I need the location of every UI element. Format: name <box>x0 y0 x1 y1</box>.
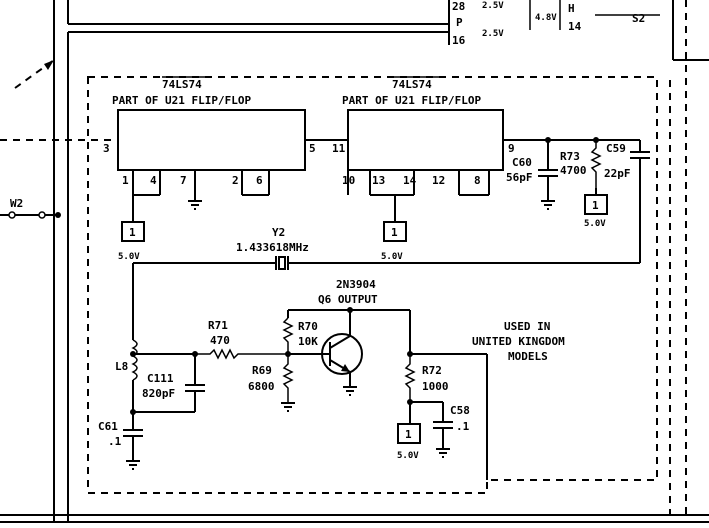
u21-right: 74LS74 PART OF U21 FLIP/FLOP 9 10 13 14 … <box>342 76 515 222</box>
svg-text:C58: C58 <box>450 404 470 417</box>
resistor-r69: R69 6800 <box>248 354 295 412</box>
pin-h: H <box>568 2 575 15</box>
u21a-part: 74LS74 <box>162 78 202 91</box>
svg-text:C111: C111 <box>147 372 174 385</box>
capacitor-c59: C59 22pF <box>604 140 650 263</box>
svg-text:R72: R72 <box>422 364 442 377</box>
resistor-r73: R73 4700 <box>560 140 602 195</box>
volt-2: 2.5V <box>482 29 504 39</box>
svg-text:1: 1 <box>122 174 129 187</box>
svg-text:4: 4 <box>150 174 157 187</box>
inductor-l8: L8 <box>115 339 138 412</box>
svg-text:11: 11 <box>332 142 346 155</box>
svg-text:L8: L8 <box>115 360 128 373</box>
svg-text:5.0V: 5.0V <box>381 252 403 262</box>
svg-text:1: 1 <box>405 428 412 441</box>
transistor-q6: 2N3904 Q6 OUTPUT <box>288 278 378 396</box>
svg-text:R73: R73 <box>560 150 580 163</box>
svg-text:8: 8 <box>474 174 481 187</box>
svg-text:56pF: 56pF <box>506 171 533 184</box>
module-boundary <box>87 76 658 494</box>
svg-text:10K: 10K <box>298 335 318 348</box>
svg-text:1: 1 <box>592 199 599 212</box>
signal-s2: S2 <box>632 12 645 25</box>
svg-text:Q6 OUTPUT: Q6 OUTPUT <box>318 293 378 306</box>
svg-text:5: 5 <box>309 142 316 155</box>
u21b-part: 74LS74 <box>392 78 432 91</box>
svg-text:.1: .1 <box>108 435 122 448</box>
svg-text:5.0V: 5.0V <box>397 451 419 461</box>
supply-2: 1 5.0V <box>381 221 407 262</box>
volt-1: 2.5V <box>482 1 504 11</box>
svg-text:1.433618MHz: 1.433618MHz <box>236 241 309 254</box>
svg-text:Y2: Y2 <box>272 226 285 239</box>
pin-28: 28 <box>452 0 465 13</box>
u21-left: 74LS74 PART OF U21 FLIP/FLOP 3 5 1 4 7 2… <box>103 76 316 222</box>
svg-text:5.0V: 5.0V <box>118 252 140 262</box>
u21b-desc: PART OF U21 FLIP/FLOP <box>342 94 481 107</box>
svg-text:7: 7 <box>180 174 187 187</box>
svg-text:2N3904: 2N3904 <box>336 278 376 291</box>
capacitor-c60: C60 56pF <box>506 140 558 210</box>
svg-text:4700: 4700 <box>560 164 587 177</box>
svg-text:R69: R69 <box>252 364 272 377</box>
svg-text:R70: R70 <box>298 320 318 333</box>
svg-text:9: 9 <box>508 142 515 155</box>
svg-text:R71: R71 <box>208 319 228 332</box>
svg-text:1000: 1000 <box>422 380 449 393</box>
svg-text:.1: .1 <box>456 420 470 433</box>
svg-text:13: 13 <box>372 174 385 187</box>
pin-p: P <box>456 16 463 29</box>
svg-text:USED IN: USED IN <box>504 320 550 333</box>
svg-text:MODELS: MODELS <box>508 350 548 363</box>
svg-text:5.0V: 5.0V <box>584 219 606 229</box>
volt-3: 4.8V <box>535 13 557 23</box>
svg-text:6800: 6800 <box>248 380 275 393</box>
capacitor-c58: C58 .1 <box>410 401 470 458</box>
svg-text:C59: C59 <box>606 142 626 155</box>
resistor-r72: R72 1000 <box>404 354 449 402</box>
resistor-r71: R71 470 <box>195 319 288 360</box>
svg-text:1: 1 <box>129 226 136 239</box>
resistor-r70: R70 10K <box>282 309 410 354</box>
svg-text:12: 12 <box>432 174 445 187</box>
supply-4: 1 5.0V <box>397 423 421 461</box>
svg-text:1: 1 <box>391 226 398 239</box>
region-note: USED IN UNITED KINGDOM MODELS <box>472 320 565 363</box>
svg-text:C61: C61 <box>98 420 118 433</box>
svg-text:22pF: 22pF <box>604 167 631 180</box>
svg-text:2: 2 <box>232 174 239 187</box>
ground-symbol-1 <box>188 200 202 210</box>
u21a-desc: PART OF U21 FLIP/FLOP <box>112 94 251 107</box>
capacitor-c61: C61 .1 <box>98 412 143 470</box>
w2-label: W2 <box>10 197 23 210</box>
capacitor-c111: C111 820pF <box>133 353 205 413</box>
top-connector: 28 P 16 2.5V 2.5V 4.8V H 14 S2 <box>452 0 645 47</box>
svg-text:470: 470 <box>210 334 230 347</box>
supply-3: 1 5.0V <box>584 194 608 229</box>
pin-16: 16 <box>452 34 466 47</box>
crystal-y2: Y2 1.433618MHz <box>133 226 640 270</box>
svg-text:C60: C60 <box>512 156 532 169</box>
supply-1: 1 5.0V <box>118 221 145 262</box>
svg-text:UNITED KINGDOM: UNITED KINGDOM <box>472 335 565 348</box>
svg-text:820pF: 820pF <box>142 387 175 400</box>
pin-14: 14 <box>568 20 582 33</box>
svg-text:3: 3 <box>103 142 110 155</box>
jumper-w2: W2 <box>0 197 61 219</box>
svg-text:6: 6 <box>256 174 263 187</box>
